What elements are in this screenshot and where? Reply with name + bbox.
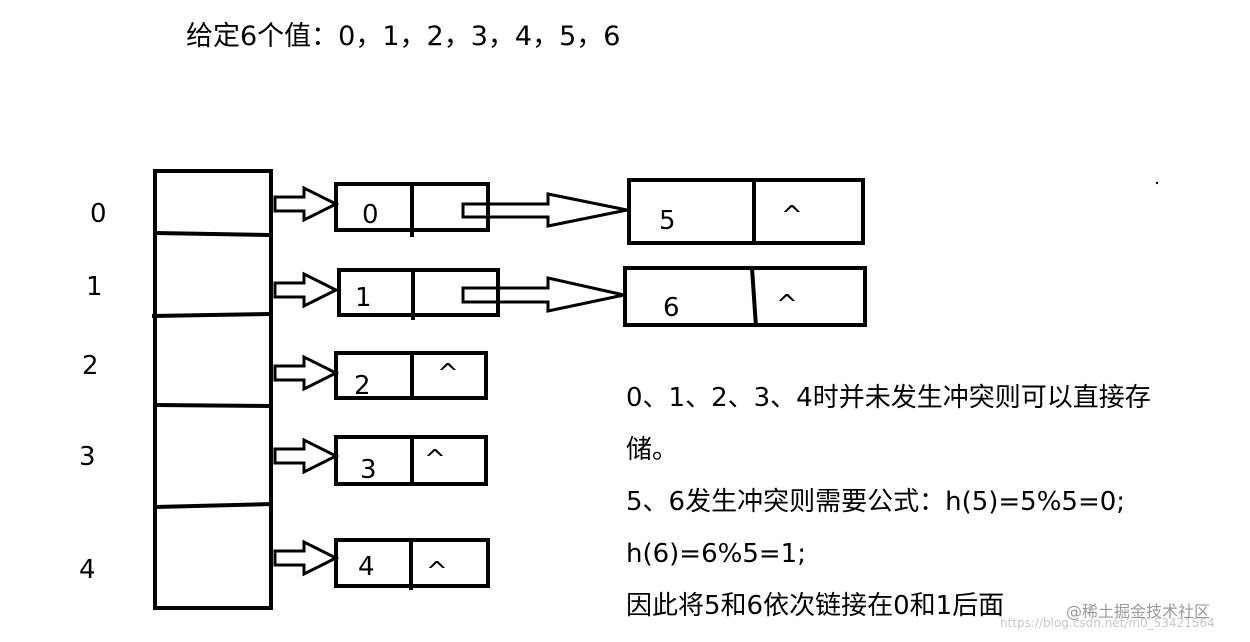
hollow-arrow-icon <box>273 271 340 309</box>
slot-divider <box>154 502 274 509</box>
explanation-text: 0、1、2、3、4时并未发生冲突则可以直接存 储。 5、6发生冲突则需要公式：h… <box>626 372 1236 632</box>
explanation-line: 储。 <box>626 435 679 465</box>
hollow-arrow-icon <box>273 185 340 223</box>
hollow-arrow-icon <box>273 354 340 392</box>
node-next-pointer: ^ <box>437 359 459 389</box>
explanation-line: 因此将5和6依次链接在0和1后面 <box>626 591 1005 621</box>
node-value: 6 <box>663 293 680 323</box>
node-next-pointer: ^ <box>424 445 446 475</box>
node-value: 4 <box>358 552 375 582</box>
node-box <box>334 538 490 590</box>
slot-index-label: 3 <box>79 442 96 472</box>
node-box <box>337 268 500 320</box>
hollow-arrow-icon <box>461 192 628 228</box>
explanation-line: 5、6发生冲突则需要公式：h(5)=5%5=0; <box>626 487 1126 517</box>
slot-index-label: 4 <box>79 555 96 585</box>
slot-index-label: 2 <box>82 351 99 381</box>
node-box <box>334 435 488 486</box>
node-box <box>334 182 490 237</box>
watermark: @稀土掘金技术社区 <box>1066 602 1211 621</box>
node-next-pointer: ^ <box>426 557 448 587</box>
slot-index-label: 1 <box>86 272 103 302</box>
node-box <box>627 178 865 245</box>
hash-table-array <box>153 169 273 610</box>
node-box <box>623 266 867 328</box>
node-value: 5 <box>659 206 676 236</box>
node-box <box>334 351 488 400</box>
stray-dot <box>1155 181 1159 185</box>
explanation-line: h(6)=6%5=1; <box>626 539 806 569</box>
node-next-pointer: ^ <box>781 201 803 231</box>
node-value: 2 <box>354 371 371 401</box>
slot-index-label: 0 <box>90 199 107 229</box>
hollow-arrow-icon <box>461 276 625 313</box>
slot-divider <box>151 312 272 318</box>
node-value: 0 <box>362 200 379 230</box>
node-value: 1 <box>355 283 372 313</box>
diagram-title: 给定6个值：0，1，2，3，4，5，6 <box>186 21 621 52</box>
watermark-url: https://blog.csdn.net/m0_53421564 <box>1000 616 1215 630</box>
slot-divider <box>154 403 272 408</box>
node-value: 3 <box>360 455 377 485</box>
node-next-pointer: ^ <box>776 290 798 320</box>
hollow-arrow-icon <box>273 539 340 577</box>
explanation-line: 0、1、2、3、4时并未发生冲突则可以直接存 <box>626 383 1151 413</box>
slot-divider <box>154 231 272 237</box>
hollow-arrow-icon <box>273 437 340 475</box>
